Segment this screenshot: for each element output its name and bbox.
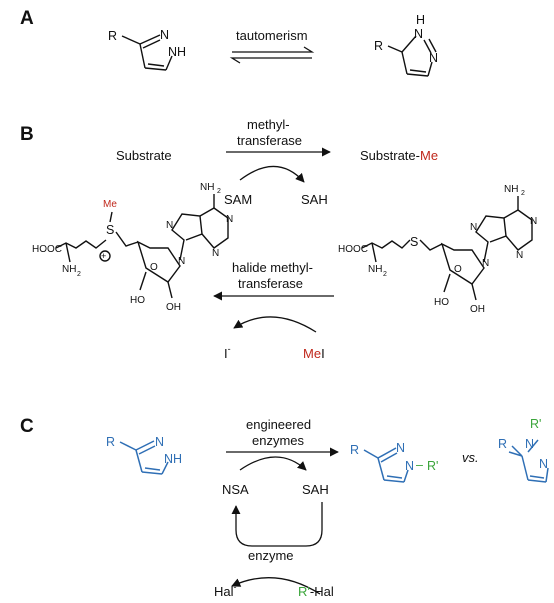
methyltransferase-label-1: methyl- [247, 117, 290, 132]
svg-text:O: O [454, 264, 462, 275]
svg-text:2: 2 [383, 271, 387, 278]
svg-text:N: N [530, 216, 537, 227]
svg-text:NH: NH [62, 264, 76, 275]
ring-hydrogen: H [416, 13, 425, 27]
mei-label: MeI [303, 346, 325, 361]
enzyme-label: enzyme [248, 548, 294, 563]
ring-nitrogen-substituted: N [405, 459, 414, 473]
r-group: R [108, 29, 117, 43]
sah-structure: HOOC NH 2 S O HO OH NH 2 N N N N [338, 184, 537, 315]
n2-alkylated-product: R R' N N [498, 417, 549, 483]
halide-methyltransferase-label-2: transferase [238, 276, 303, 291]
halide-methyltransferase-label-1: halide methyl- [232, 260, 313, 275]
cofactor-regeneration-loop [231, 502, 323, 547]
svg-text:N: N [516, 250, 523, 261]
svg-text:N: N [226, 214, 233, 225]
svg-text:2: 2 [217, 188, 221, 195]
svg-text:HOOC: HOOC [32, 244, 62, 255]
r-group: R [498, 437, 507, 451]
nsa-to-sah-arc [239, 456, 307, 471]
tautomerism-label: tautomerism [236, 28, 308, 43]
panel-label-c: C [20, 416, 34, 437]
ring-nitrogen: N [396, 441, 405, 455]
pyrazole-starting-material: R N NH [106, 435, 182, 475]
substrate-label: Substrate [116, 148, 172, 163]
r-prime-group: R' [530, 417, 541, 431]
svg-text:NH: NH [368, 264, 382, 275]
svg-text:HO: HO [130, 295, 145, 306]
vs-label: vs. [462, 450, 479, 465]
svg-text:Me: Me [103, 199, 117, 210]
equilibrium-arrows [229, 46, 315, 64]
svg-text:OH: OH [166, 302, 181, 313]
svg-text:N: N [482, 258, 489, 269]
r-group: R [106, 435, 115, 449]
svg-text:N: N [212, 248, 219, 259]
ring-nitrogen: N [155, 435, 164, 449]
halide-label: Hal- [214, 582, 237, 599]
svg-text:N: N [166, 220, 173, 231]
nsa-label: NSA [222, 482, 249, 497]
substrate-me-label: Substrate-Me [360, 148, 438, 163]
svg-text:2: 2 [77, 271, 81, 278]
ring-nitrogen-substituted: N [525, 437, 534, 451]
svg-text:HOOC: HOOC [338, 244, 368, 255]
rhal-to-hal-arc [231, 577, 321, 595]
svg-text:S: S [106, 223, 114, 237]
svg-text:HO: HO [434, 297, 449, 308]
sam-label: SAM [224, 192, 252, 207]
r-group: R [374, 39, 383, 53]
svg-text:+: + [101, 251, 106, 261]
svg-text:O: O [150, 262, 158, 273]
pyrazole-left: R N NH [108, 28, 186, 71]
mei-to-iodide-arc [233, 316, 317, 333]
r-group: R [350, 443, 359, 457]
ring-nh: N [414, 27, 423, 41]
methyltransferase-label-2: transferase [237, 133, 302, 148]
sah-label: SAH [301, 192, 328, 207]
r-prime-hal-label: R'-Hal [298, 584, 334, 599]
svg-text:N: N [470, 222, 477, 233]
ring-nitrogen: N [539, 457, 548, 471]
bond-dash: – [416, 458, 423, 472]
pyrazole-right: R H N N [374, 13, 438, 77]
svg-text:N: N [178, 256, 185, 267]
engineered-label-1: engineered [246, 417, 311, 432]
panel-label-a: A [20, 8, 34, 29]
sah-label: SAH [302, 482, 329, 497]
panel-label-b: B [20, 124, 34, 145]
ring-nitrogen: N [160, 28, 169, 42]
svg-text:OH: OH [470, 304, 485, 315]
sam-to-sah-arc [239, 165, 305, 183]
sam-structure: HOOC NH 2 S Me + O HO OH NH 2 N N N N [32, 182, 233, 313]
svg-text:S: S [410, 235, 418, 249]
ring-nitrogen: N [429, 51, 438, 65]
iodide-label: I- [224, 344, 231, 361]
svg-text:2: 2 [521, 190, 525, 197]
engineered-label-2: enzymes [252, 433, 305, 448]
ring-nh: NH [168, 45, 186, 59]
ring-nh: NH [164, 452, 182, 466]
r-prime-group: R' [427, 459, 438, 473]
n1-alkylated-product: R N N – R' [350, 441, 438, 483]
svg-text:NH: NH [504, 184, 518, 195]
svg-text:NH: NH [200, 182, 214, 193]
